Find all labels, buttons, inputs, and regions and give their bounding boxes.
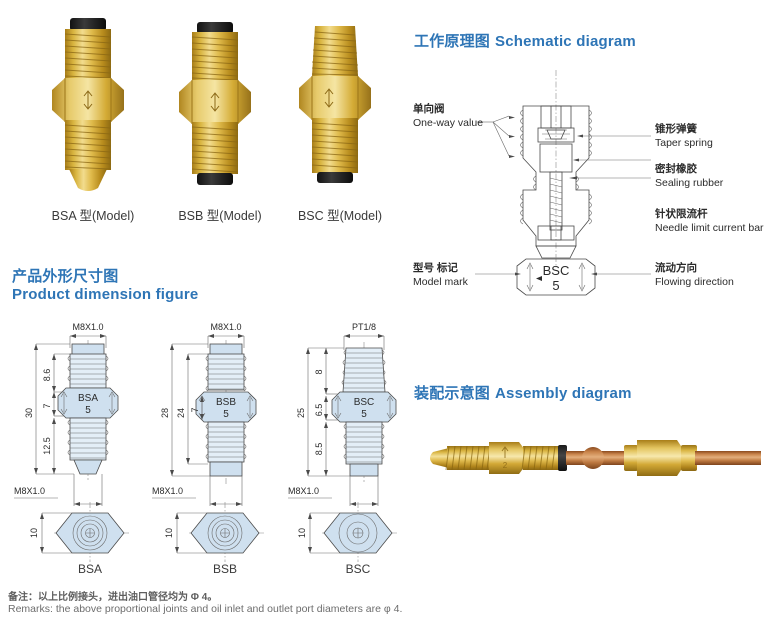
remarks-cn: 备注：以上比例接头，进出油口管径均为 Φ 4。: [8, 592, 218, 603]
nut-mark-line2: 5: [552, 278, 559, 293]
dimension-heading-en: Product dimension figure: [12, 285, 199, 303]
bsa-mark-line2: 5: [85, 405, 91, 416]
bsa-seg-top-dim: 8.6: [42, 369, 52, 382]
bsa-top-thread-label: M8X1.0: [72, 322, 103, 332]
assembly-heading-cn: 装配示意图: [414, 385, 491, 402]
nut-mark-line1: BSC: [543, 263, 570, 278]
callout-flowing-direction-en: Flowing direction: [655, 276, 734, 288]
end-view-bsa: 10 BSA: [29, 502, 130, 576]
bsa-overall-dim: 30: [24, 408, 34, 418]
bsc-seg-top-dim: 8: [314, 369, 324, 374]
bsb-bottom-thread-label: M8X1.0: [152, 486, 183, 496]
product-caption-bsc: BSC 型(Model): [297, 209, 383, 223]
product-caption-bsa: BSA 型(Model): [51, 209, 135, 223]
callout-sealing-rubber-cn: 密封橡胶: [655, 162, 697, 175]
bsc-end-label: BSC: [346, 562, 371, 576]
dimension-drawing-bsa: M8X1.0 BSA 5: [14, 322, 119, 506]
bsc-bottom-thread-label: M8X1.0: [288, 486, 319, 496]
bsa-seg-bottom-dim: 12.5: [42, 437, 52, 455]
bsc-seg-bottom-dim: 8.5: [314, 443, 324, 456]
callout-taper-spring-en: Taper spring: [655, 137, 713, 149]
callout-one-way-valve-en: One-way value: [413, 117, 483, 129]
bsb-inner-dim: 24: [176, 408, 186, 418]
product-caption-bsb: BSB 型(Model): [178, 209, 262, 223]
product-photo-bsa: [52, 18, 124, 191]
dimension-heading-cn: 产品外形尺寸图: [12, 268, 119, 285]
end-view-bsb: 10 BSB: [164, 502, 265, 576]
assembly-heading-en: Assembly diagram: [495, 385, 632, 402]
callout-taper-spring-cn: 锥形弹簧: [655, 122, 697, 135]
product-photo-bsb: [179, 22, 251, 185]
callout-sealing-rubber-en: Sealing rubber: [655, 177, 724, 189]
bsb-hex-dim: 10: [164, 528, 174, 538]
bsb-seg-hex-dim: 7: [190, 407, 200, 412]
bsb-top-thread-label: M8X1.0: [210, 322, 241, 332]
bsc-mark-line1: BSC: [354, 397, 375, 408]
bsc-top-thread-label: PT1/8: [352, 322, 376, 332]
bsb-overall-dim: 28: [160, 408, 170, 418]
schematic-heading-en: Schematic diagram: [495, 33, 636, 50]
bsc-hex-dim: 10: [297, 528, 307, 538]
callout-one-way-valve-cn: 单向阀: [413, 102, 445, 115]
callout-model-mark-cn: 型号 标记: [413, 261, 458, 274]
bsc-mark-line2: 5: [361, 409, 367, 420]
schematic-heading-cn: 工作原理图: [414, 33, 491, 50]
schematic-diagram: 单向阀 One-way value 锥形弹簧 Taper spring 密封橡胶…: [413, 70, 764, 296]
end-view-bsc: 10 BSC: [297, 502, 398, 576]
remarks-en: Remarks: the above proportional joints a…: [8, 603, 403, 615]
svg-text:2: 2: [503, 461, 508, 470]
bsb-end-label: BSB: [213, 562, 237, 576]
callout-model-mark-en: Model mark: [413, 276, 469, 288]
bsc-seg-hex-dim: 6.5: [314, 404, 324, 417]
bsb-mark-line2: 5: [223, 409, 229, 420]
bsa-seg-hex-dim: 7: [42, 403, 52, 408]
callout-flowing-direction-cn: 流动方向: [655, 261, 697, 274]
product-photo-bsc: [299, 26, 371, 183]
bsa-bottom-thread-label: M8X1.0: [14, 486, 45, 496]
callout-needle-bar-en: Needle limit current bar: [655, 222, 764, 234]
bsc-overall-dim: 25: [296, 408, 306, 418]
bsb-mark-line1: BSB: [216, 397, 236, 408]
dimension-heading: 产品外形尺寸图 Product dimension figure: [12, 268, 198, 303]
bsa-hex-dim: 10: [29, 528, 39, 538]
callout-needle-bar-cn: 针状限流杆: [654, 207, 708, 220]
dimension-drawing-bsc: PT1/8 BSC 5: [288, 322, 397, 506]
bsa-mark-line1: BSA: [78, 393, 98, 404]
dimension-drawing-bsb: M8X1.0 BSB 5: [152, 322, 257, 506]
assembly-photo: 2: [430, 440, 761, 476]
bsa-end-label: BSA: [78, 562, 102, 576]
